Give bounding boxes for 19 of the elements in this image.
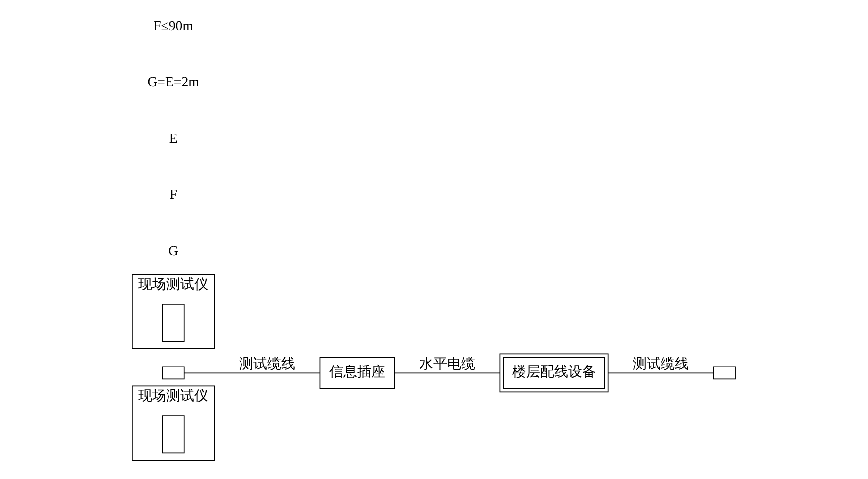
- edge-label: 水平电缆: [419, 356, 476, 372]
- cluster: 现场测试仪: [132, 386, 216, 461]
- label: E: [169, 130, 178, 146]
- edge-label: 测试缆线: [239, 356, 296, 372]
- cluster: 现场测试仪: [132, 274, 216, 350]
- node-box: [162, 304, 185, 342]
- connector: [394, 372, 501, 374]
- node-box: 楼层配线设备: [500, 354, 609, 393]
- label: G: [168, 243, 179, 258]
- label: F≤90m: [154, 18, 194, 34]
- edge-label: 测试缆线: [633, 356, 690, 372]
- connector: [184, 372, 320, 374]
- connector: [608, 372, 714, 374]
- node-box: [162, 416, 185, 454]
- node-box: 信息插座: [320, 357, 396, 390]
- label: G=E=2m: [148, 74, 200, 90]
- node-box: [162, 366, 185, 380]
- node-box: [713, 366, 736, 380]
- label: F: [170, 187, 178, 202]
